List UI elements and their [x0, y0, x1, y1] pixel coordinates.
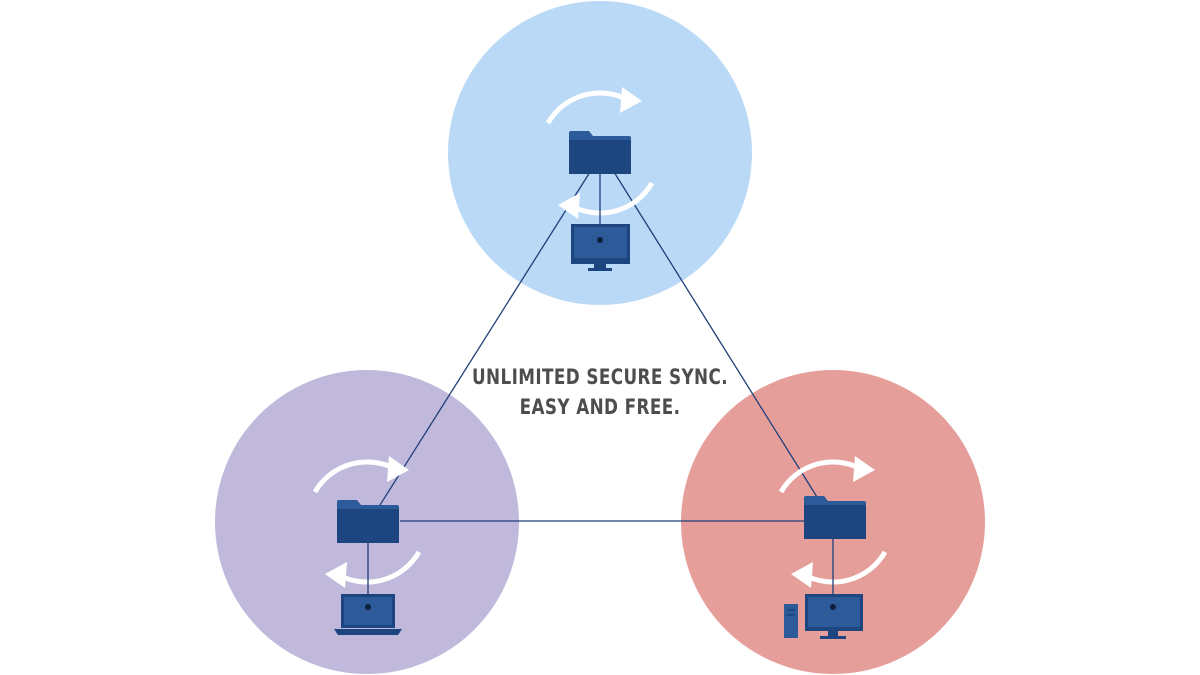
- sync-arrows-icon: [548, 87, 652, 219]
- top-node: [548, 87, 652, 271]
- tagline-line-2: EASY AND FREE.: [519, 395, 681, 419]
- right-node: [781, 456, 885, 639]
- connection-lines: [379, 171, 823, 522]
- folder-icon: [569, 131, 631, 174]
- laptop-icon: [334, 594, 402, 635]
- desktop-tower-icon: [784, 594, 863, 639]
- left-node: [315, 456, 419, 635]
- monitor-icon: [571, 224, 630, 271]
- link-top-left: [379, 171, 591, 506]
- sync-arrows-icon: [781, 456, 885, 588]
- tagline-line-1: UNLIMITED SECURE SYNC.: [471, 365, 728, 389]
- sync-arrows-icon: [315, 456, 419, 588]
- folder-icon: [804, 496, 866, 539]
- link-top-right: [613, 171, 823, 506]
- folder-icon: [337, 500, 399, 543]
